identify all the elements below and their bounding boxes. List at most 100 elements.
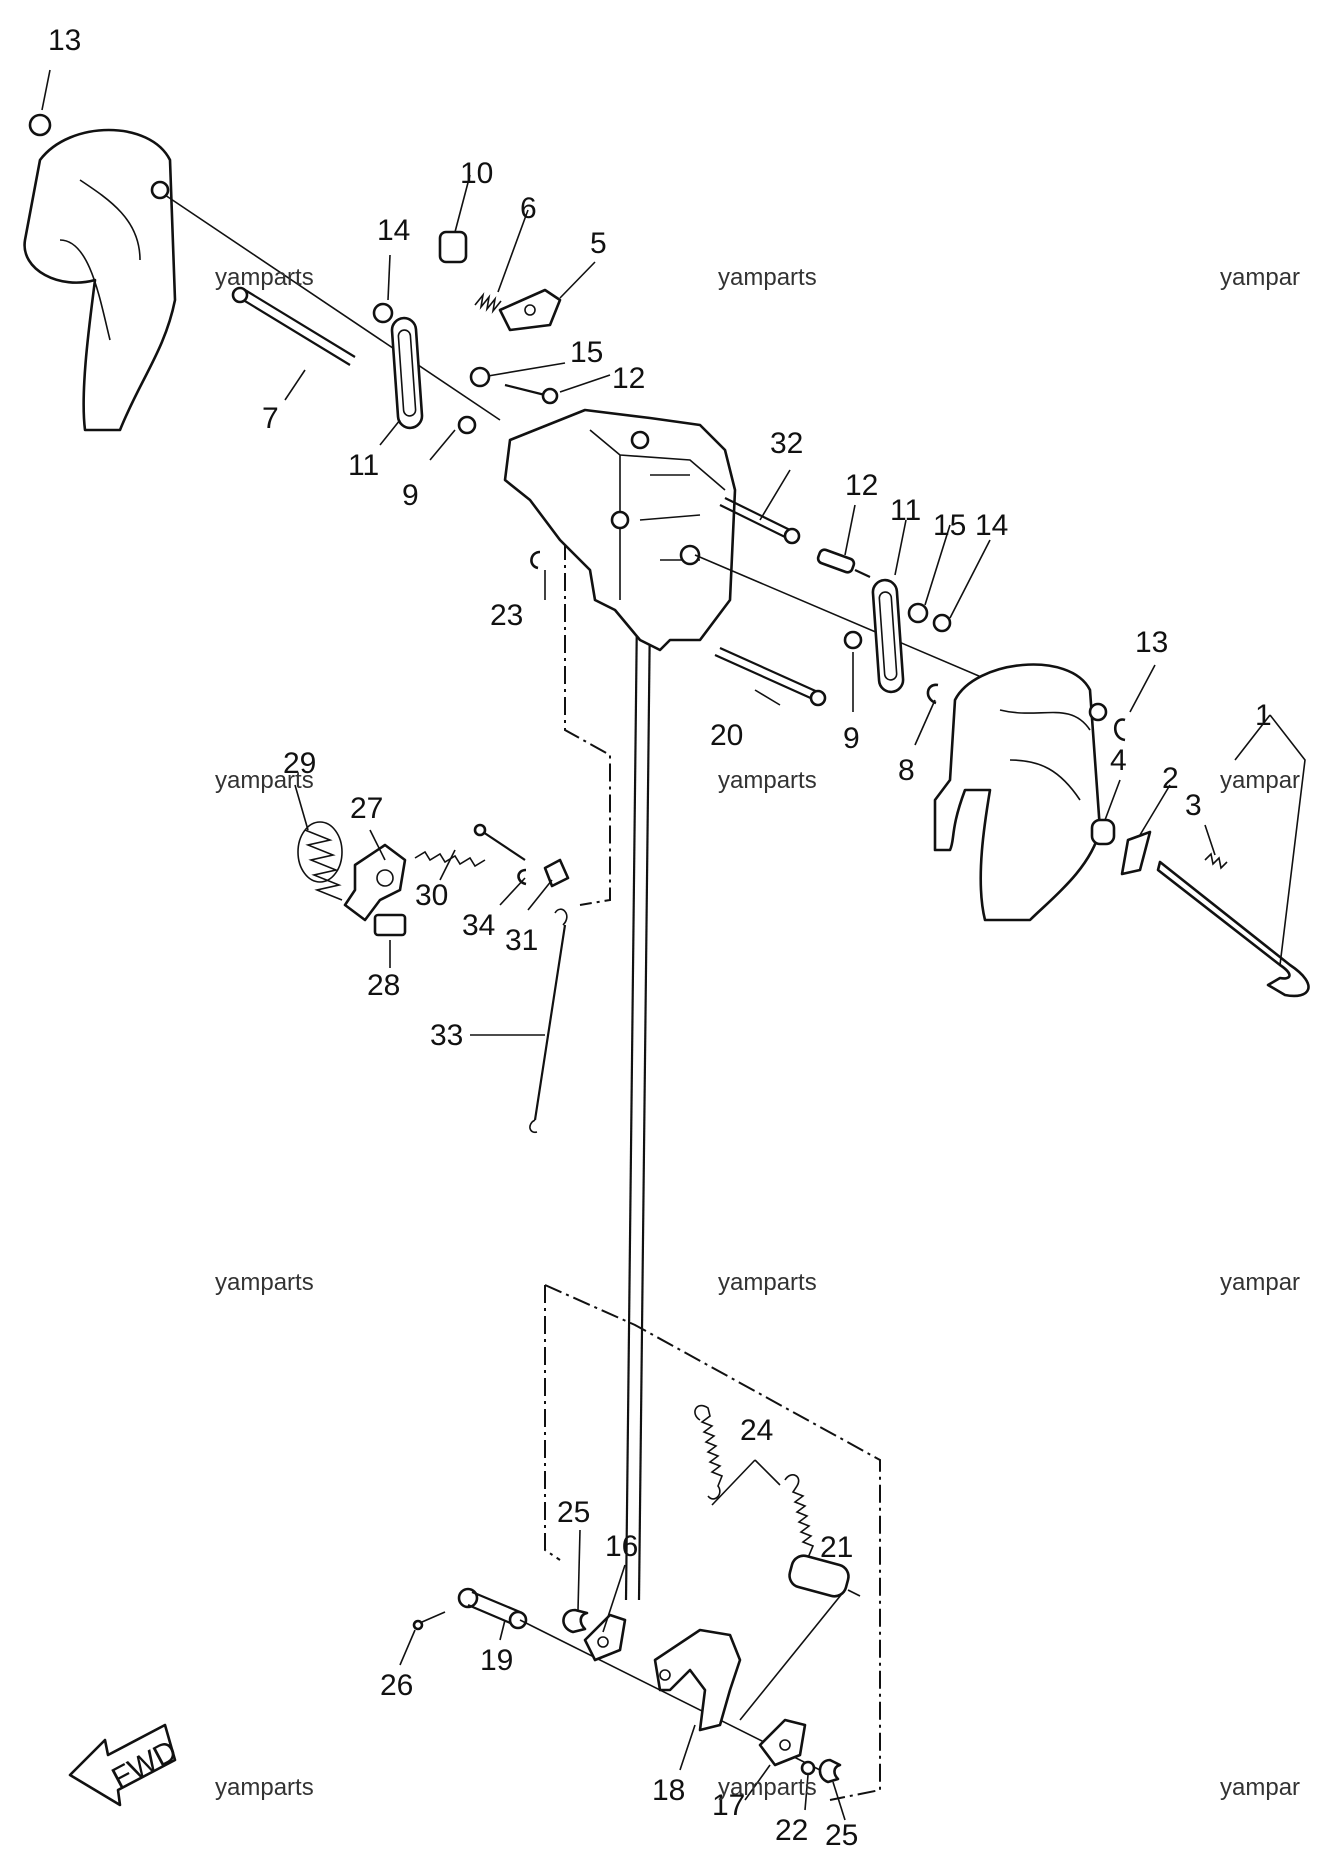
watermark: yamparts (215, 767, 314, 794)
callout-24: 24 (740, 1414, 773, 1447)
leader-13-top (41, 69, 51, 111)
watermark: yampar (1220, 264, 1300, 291)
detent-27 (343, 843, 407, 922)
axis-line-right (694, 554, 1001, 686)
watermark: yampar (1220, 1774, 1300, 1801)
callout-31: 31 (505, 924, 538, 957)
pin-26 (412, 1611, 446, 1631)
spring-3 (1204, 852, 1228, 870)
callout-9-right: 9 (843, 722, 860, 755)
callout-28: 28 (367, 969, 400, 1002)
callout-30: 30 (415, 879, 448, 912)
watermark: yamparts (215, 1774, 314, 1801)
callout-27: 27 (350, 792, 383, 825)
washer-14-right (932, 613, 952, 633)
watermark: yampar (1220, 1269, 1300, 1296)
callout-1: 1 (1255, 699, 1272, 732)
spring-29 (297, 821, 343, 901)
washer-22 (800, 1760, 816, 1776)
clip-13-top (28, 113, 52, 137)
main-bracket (503, 408, 737, 652)
callout-14-right: 14 (975, 509, 1008, 542)
clip-25-bottom (818, 1758, 842, 1784)
spring-24-left (694, 1404, 724, 1500)
watermark: yampar (1220, 767, 1300, 794)
shift-rod-right-edge (637, 609, 652, 1601)
washer-15-right (907, 602, 929, 624)
callout-5: 5 (590, 227, 607, 260)
yoke-18 (653, 1628, 742, 1732)
bolt-20 (714, 646, 827, 707)
bolt-12-left (504, 383, 559, 405)
block-28 (373, 913, 407, 937)
clip-8 (926, 683, 939, 705)
watermark: yamparts (718, 767, 817, 794)
leader-lines (284, 174, 1216, 1821)
clip-13-right (1113, 718, 1126, 742)
callout-7: 7 (262, 402, 279, 435)
axis-line-left (164, 194, 501, 421)
callout-15-left: 15 (570, 336, 603, 369)
callout-33: 33 (430, 1019, 463, 1052)
callout-labels: 13 10 6 14 5 15 12 7 11 9 32 12 11 15 14… (48, 24, 1272, 1852)
callout-13-top: 13 (48, 24, 81, 57)
callout-14-left: 14 (377, 214, 410, 247)
lower-linkage-outline (544, 1284, 881, 1801)
rod-33 (529, 908, 568, 1134)
callout-16: 16 (605, 1530, 638, 1563)
watermark: yamparts (215, 1269, 314, 1296)
fwd-arrow: FWD (68, 1723, 182, 1807)
watermark: yamparts (215, 264, 314, 291)
watermark: yamparts (718, 1774, 817, 1801)
callout-11-right: 11 (890, 494, 921, 527)
washer-9-right (843, 630, 863, 650)
callout-26: 26 (380, 1669, 413, 1702)
watermark: yamparts (718, 264, 817, 291)
bolt-7 (231, 286, 356, 366)
lever-5 (498, 288, 562, 332)
callout-34: 34 (462, 909, 495, 942)
callout-12-right: 12 (845, 469, 878, 502)
callout-21: 21 (820, 1531, 853, 1564)
leader-21 (739, 1589, 846, 1721)
watermark: yamparts (718, 1269, 817, 1296)
callout-10: 10 (460, 157, 493, 190)
callout-29: 29 (283, 747, 316, 780)
callout-11-left: 11 (348, 449, 379, 482)
watermarks: yamparts yamparts yampar yamparts yampar… (215, 264, 1300, 1801)
sleeve-21 (788, 1554, 861, 1598)
link-plate-11-left (390, 316, 424, 430)
washer-9-left (457, 415, 477, 435)
collar-10 (438, 230, 468, 264)
collar-4 (1090, 818, 1116, 846)
left-clamp-bracket (23, 128, 177, 432)
leader-13-right (1129, 664, 1156, 713)
callout-20: 20 (710, 719, 743, 752)
pawl-2 (1120, 830, 1152, 876)
callout-22: 22 (775, 1814, 808, 1847)
callout-8: 8 (898, 754, 915, 787)
callout-13-right: 13 (1135, 626, 1168, 659)
leader-1 (1234, 714, 1306, 966)
callout-15-right: 15 (933, 509, 966, 542)
callout-18: 18 (652, 1774, 685, 1807)
link-plate-11-right (871, 578, 905, 694)
rod-30 (414, 823, 526, 868)
callout-32: 32 (770, 427, 803, 460)
shift-lever-1 (1156, 860, 1310, 998)
callout-19: 19 (480, 1644, 513, 1677)
bolt-32 (719, 497, 801, 545)
callout-9-left: 9 (402, 479, 419, 512)
bolt-12-right (816, 548, 871, 578)
callout-3: 3 (1185, 789, 1202, 822)
joint-31 (543, 858, 570, 888)
callout-25-bottom: 25 (825, 1819, 858, 1852)
spring-6 (474, 292, 502, 314)
clip-23 (530, 550, 541, 570)
washer-14-left (372, 302, 394, 324)
clip-25-top (562, 1608, 589, 1634)
callout-2: 2 (1162, 762, 1179, 795)
callout-23: 23 (490, 599, 523, 632)
right-clamp-bracket (933, 663, 1108, 922)
